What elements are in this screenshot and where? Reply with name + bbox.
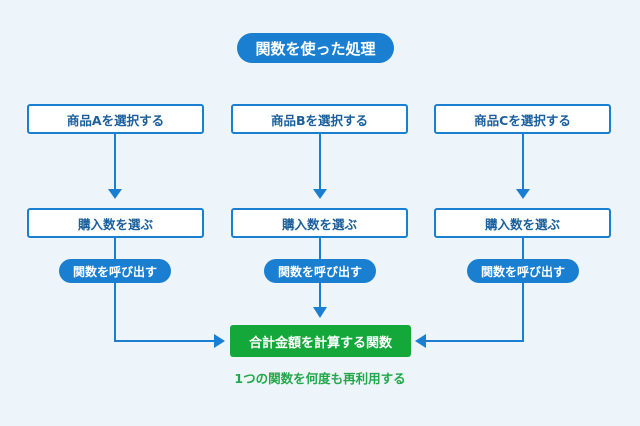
connector-a-bottom xyxy=(114,238,216,342)
total-price-function-box: 合計金額を計算する関数 xyxy=(230,325,411,357)
quantity-c-box: 購入数を選ぶ xyxy=(434,208,611,238)
diagram-title: 関数を使った処理 xyxy=(237,33,394,63)
call-function-a-pill: 関数を呼び出す xyxy=(59,259,171,283)
reuse-caption: 1つの関数を何度も再利用する xyxy=(234,371,406,386)
arrow-c-bottom xyxy=(415,334,426,348)
arrow-c-top xyxy=(516,189,530,199)
quantity-b-box: 購入数を選ぶ xyxy=(231,208,408,238)
quantity-a-box: 購入数を選ぶ xyxy=(27,208,204,238)
arrow-a-top xyxy=(108,189,122,199)
product-c-box: 商品Cを選択する xyxy=(434,104,611,134)
arrow-a-bottom xyxy=(214,334,225,348)
connector-c-bottom xyxy=(424,238,524,342)
product-b-box: 商品Bを選択する xyxy=(231,104,408,134)
product-a-box: 商品Aを選択する xyxy=(27,104,204,134)
arrow-b-top xyxy=(313,189,327,199)
arrow-b-bottom xyxy=(313,307,327,318)
call-function-b-pill: 関数を呼び出す xyxy=(264,259,376,283)
call-function-c-pill: 関数を呼び出す xyxy=(467,259,579,283)
